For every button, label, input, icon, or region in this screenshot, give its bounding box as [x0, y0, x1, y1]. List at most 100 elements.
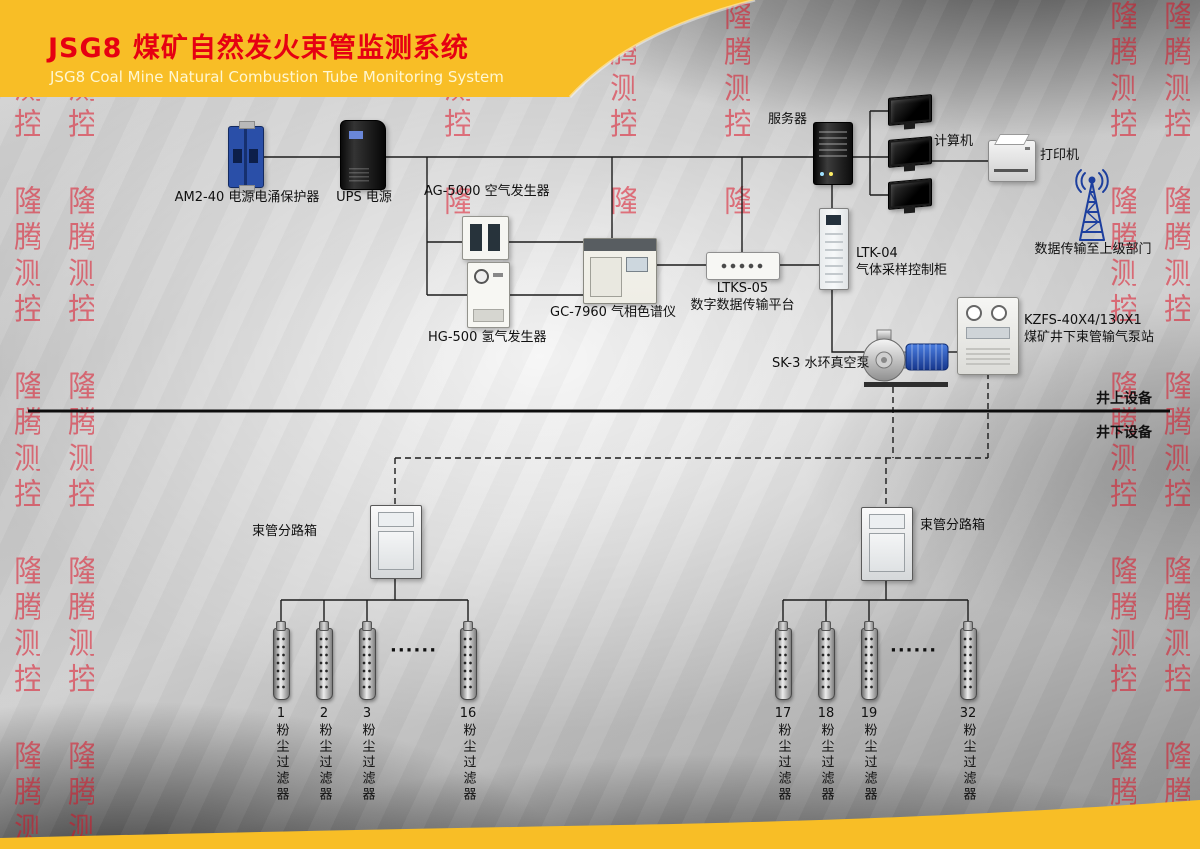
- ltks-name: 数字数据传输平台: [690, 297, 795, 313]
- surge-protector-label: AM2-40 电源电涌保护器: [174, 190, 320, 205]
- kzfs-model: KZFS-40X4/130X1: [1024, 313, 1142, 328]
- dust-filter-name: 粉尘过滤器: [273, 723, 289, 803]
- printer-paper: [994, 134, 1030, 145]
- pump-station-icon: [957, 297, 1019, 375]
- dust-filter: 18 粉尘过滤器: [806, 621, 846, 803]
- dust-filter-number: 17: [774, 706, 792, 721]
- watermark-column: 隆腾测控 隆腾测控 隆腾测控 隆腾测控 隆腾测控 隆腾测控 隆腾测控: [1160, 0, 1190, 849]
- dust-filter-number: 32: [959, 706, 977, 721]
- ellipsis-right: ······: [890, 640, 938, 661]
- dust-filter: 2 粉尘过滤器: [304, 621, 344, 803]
- surge-window: [233, 149, 242, 163]
- gauge-icon: [966, 305, 982, 321]
- underground-equipment-label: 井下设备: [1096, 425, 1152, 441]
- dust-filter-number: 16: [459, 706, 477, 721]
- gauge-icon: [991, 305, 1007, 321]
- page-title: JSG8 煤矿自然发火束管监测系统: [48, 33, 469, 64]
- watermark-column: 隆腾测控 隆腾测控 隆腾测控 隆腾测控 隆腾测控 隆腾测控 隆腾测控: [1106, 0, 1136, 849]
- dust-filter: 19 粉尘过滤器: [849, 621, 889, 803]
- ltk-name: 气体采样控制柜: [856, 262, 948, 278]
- watermark-column: 隆腾测控 隆腾测控 隆腾测控 隆腾测控 隆腾测控 隆腾测控 隆腾测控: [720, 0, 750, 215]
- surface-equipment-label: 井上设备: [1096, 391, 1152, 407]
- server-led: [820, 172, 824, 176]
- page-subtitle: JSG8 Coal Mine Natural Combustion Tube M…: [50, 68, 504, 86]
- hydrogen-generator-label: HG-500 氢气发生器: [428, 330, 547, 345]
- gc-top-panel: [584, 239, 656, 251]
- ltks-buttons: [721, 262, 766, 270]
- pump-station-panel: [966, 327, 1010, 339]
- dust-filter-name: 粉尘过滤器: [460, 723, 476, 803]
- ltk-model: LTK-04: [856, 246, 898, 261]
- pump-station-vent: [966, 348, 1010, 366]
- watermark-column: 隆腾测控 隆腾测控 隆腾测控 隆腾测控 隆腾测控 隆腾测控 隆腾测控: [64, 0, 94, 849]
- air-generator-icon: [462, 216, 509, 260]
- printer-icon: [988, 134, 1036, 182]
- hydrogen-generator-slot: [493, 273, 503, 277]
- dust-filter-number: 2: [319, 706, 329, 721]
- computer-monitor-icon: [888, 94, 932, 126]
- transmission-platform-label: LTKS-05 数字数据传输平台: [680, 281, 805, 315]
- dust-filter: 1 粉尘过滤器: [261, 621, 301, 803]
- antenna-icon: [1075, 169, 1109, 241]
- branch-box-left-icon: [370, 505, 422, 579]
- dust-filter-name: 粉尘过滤器: [818, 723, 834, 803]
- ltk-slots: [825, 233, 843, 283]
- ups-display: [349, 131, 363, 139]
- dust-filter-number: 3: [362, 706, 372, 721]
- sampling-cabinet-label: LTK-04 气体采样控制柜: [856, 246, 947, 280]
- surge-tab: [239, 121, 255, 129]
- dust-filter-icon: [860, 621, 878, 700]
- dust-filter: 16 粉尘过滤器: [448, 621, 488, 803]
- computer-monitor-icon: [888, 136, 932, 168]
- dust-filter-number: 1: [276, 706, 286, 721]
- computer-monitor-icon: [888, 178, 932, 210]
- air-generator-window: [470, 224, 482, 251]
- ellipsis-left: ······: [390, 640, 438, 661]
- dust-filter-icon: [358, 621, 376, 700]
- ups-icon: [340, 120, 386, 190]
- dust-filter-icon: [817, 621, 835, 700]
- dust-filter-name: 粉尘过滤器: [359, 723, 375, 803]
- dust-filter-icon: [459, 621, 477, 700]
- surge-tab: [239, 185, 255, 193]
- data-upload-label: 数据传输至上级部门: [1034, 242, 1152, 257]
- dust-filter-name: 粉尘过滤器: [316, 723, 332, 803]
- gas-chromatograph-label: GC-7960 气相色谱仪: [550, 305, 677, 320]
- footer-band: [0, 800, 1200, 849]
- dust-filter-number: 19: [860, 706, 878, 721]
- branch-box-left-label: 束管分路箱: [252, 524, 318, 539]
- computer-label: 计算机: [934, 134, 974, 149]
- hydrogen-generator-base: [473, 309, 504, 322]
- branch-box-right-label: 束管分路箱: [920, 518, 986, 533]
- gc-screen: [626, 257, 648, 272]
- surge-protector-icon: [228, 121, 264, 193]
- server-label: 服务器: [768, 112, 808, 127]
- header-band: [0, 0, 756, 99]
- dust-filter-icon: [272, 621, 290, 700]
- dust-filter-number: 18: [817, 706, 835, 721]
- dust-filter: 32 粉尘过滤器: [948, 621, 988, 803]
- dust-filter-icon: [774, 621, 792, 700]
- vacuum-pump-icon: [862, 329, 949, 387]
- printer-slot: [994, 169, 1028, 172]
- server-icon: [813, 122, 853, 185]
- pump-station-label: KZFS-40X4/130X1 煤矿井下束管输气泵站: [1024, 313, 1154, 347]
- ltks-model: LTKS-05: [716, 281, 769, 296]
- dust-filter: 3 粉尘过滤器: [347, 621, 387, 803]
- kzfs-name: 煤矿井下束管输气泵站: [1024, 329, 1155, 345]
- dust-filter-name: 粉尘过滤器: [775, 723, 791, 803]
- dust-filter: 17 粉尘过滤器: [763, 621, 803, 803]
- dust-filter-icon: [959, 621, 977, 700]
- gas-chromatograph-icon: [583, 238, 657, 304]
- dust-filter-name: 粉尘过滤器: [861, 723, 877, 803]
- hydrogen-generator-icon: [467, 262, 510, 328]
- watermark-column: 隆腾测控 隆腾测控 隆腾测控 隆腾测控 隆腾测控 隆腾测控 隆腾测控: [10, 0, 40, 849]
- printer-button: [1025, 147, 1030, 150]
- printer-label: 打印机: [1040, 148, 1080, 163]
- ups-label: UPS 电源: [336, 190, 392, 205]
- vacuum-pump-label: SK-3 水环真空泵: [772, 356, 870, 371]
- gauge-icon: [474, 269, 489, 284]
- ltk-screen: [826, 215, 841, 225]
